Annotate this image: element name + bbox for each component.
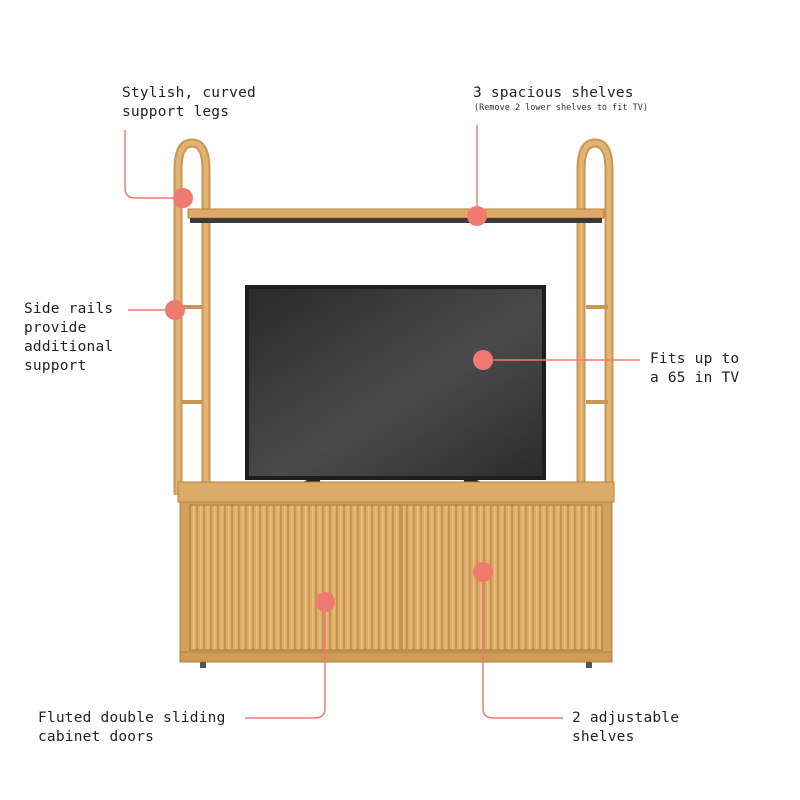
top-shelf [187, 208, 605, 223]
right-curved-leg [576, 138, 614, 495]
callout-label-fluted-doors: Fluted double sliding cabinet doors [38, 710, 226, 745]
cabinet [179, 501, 613, 668]
callout-dot-tv [473, 350, 493, 370]
callout-lines [124, 125, 640, 719]
callout-dot-adjustable [473, 562, 493, 582]
callout-dot-rails [165, 300, 185, 320]
television [245, 285, 546, 490]
left-side-rails [181, 305, 203, 404]
callout-dot-legs [173, 188, 193, 208]
callout-dot-shelves [467, 206, 487, 226]
right-side-rails [586, 305, 608, 404]
callout-label-side-rails: Side rails provide additional support [24, 301, 114, 374]
callout-label-tv-size: Fits up to a 65 in TV [650, 351, 740, 386]
callout-label-adjustable-shelves: 2 adjustable shelves [572, 710, 680, 745]
callout-label-spacious-shelves: 3 spacious shelves [473, 85, 634, 101]
console-top [177, 481, 615, 503]
left-curved-leg [173, 138, 211, 495]
callout-dot-doors [315, 592, 335, 612]
callout-label-curved-legs: Stylish, curved support legs [122, 85, 256, 120]
callout-note-remove-shelves: (Remove 2 lower shelves to fit TV) [474, 103, 648, 113]
